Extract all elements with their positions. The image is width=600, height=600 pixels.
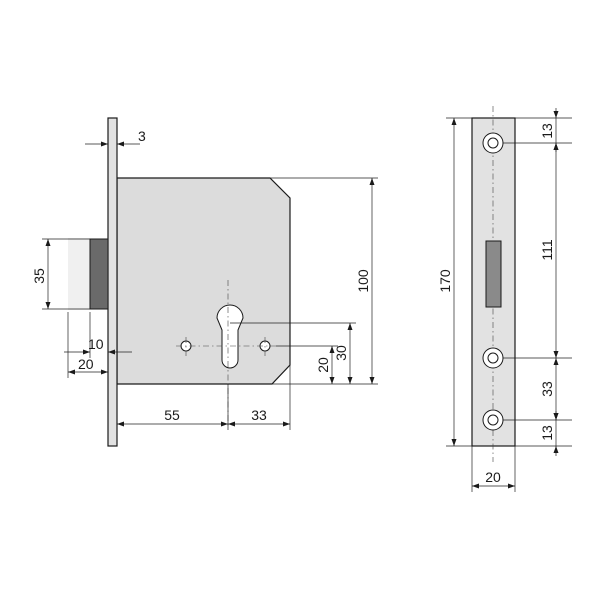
dim-faceplate-thickness: 3 (138, 128, 146, 144)
screw-middle (482, 347, 504, 369)
dim-bolt-throw-20: 20 (78, 356, 94, 372)
screw-top (482, 132, 504, 154)
bolt-slot (485, 240, 502, 308)
dim-case-height: 100 (355, 269, 371, 293)
dim-backset: 55 (164, 407, 180, 423)
dim-plate-width: 20 (485, 469, 501, 485)
bolt-projection-shade (68, 238, 90, 310)
dim-cylinder-height-20: 20 (315, 357, 331, 373)
dim-screw-spacing: 111 (539, 239, 555, 260)
euro-cylinder-cutout (216, 304, 244, 369)
lock-body (116, 177, 291, 385)
side-view: 3 35 10 20 55 33 (31, 117, 378, 447)
dim-screw-spacing-lower: 33 (539, 381, 555, 397)
dim-cylinder-height-30: 30 (333, 345, 349, 361)
screw-bottom (482, 409, 504, 431)
dim-plate-length: 170 (437, 269, 453, 293)
dim-screw-offset-top: 13 (539, 123, 555, 139)
dim-screw-offset-bottom: 13 (539, 425, 555, 441)
front-view: 170 13 111 33 13 20 (437, 106, 572, 492)
bolt (89, 238, 109, 310)
dim-bolt-throw-10: 10 (88, 336, 104, 352)
dim-bolt-height: 35 (31, 268, 47, 284)
dim-cylinder-to-edge: 33 (251, 407, 267, 423)
faceplate-front (471, 117, 516, 447)
faceplate-side (107, 117, 118, 447)
